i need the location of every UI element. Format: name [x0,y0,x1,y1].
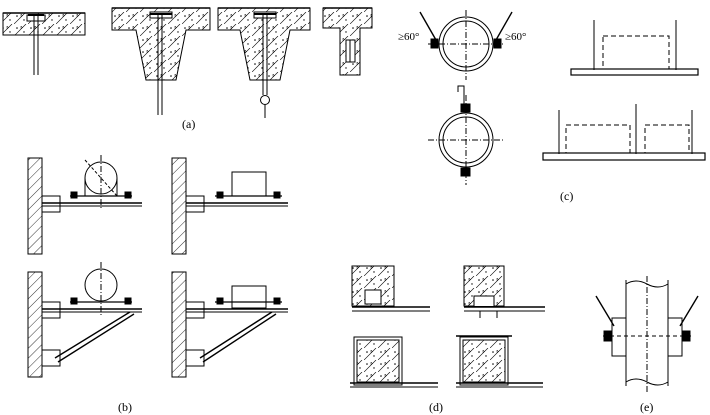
panel-c-hangers [542,20,706,161]
panel-e-riser-clamp [595,276,699,392]
panel-d-column-brackets [350,265,545,388]
caption-d: (d) [429,400,443,414]
panel-b-wall-brackets [27,155,288,378]
caption-b: (b) [118,400,132,414]
caption-a: (a) [182,117,195,131]
angle-label-right: ≥60° [505,31,526,43]
angle-label-left: ≥60° [398,31,419,43]
caption-e: (e) [640,400,653,414]
panel-a-anchors [2,7,373,118]
pipe-clamps [419,10,513,185]
caption-c: (c) [560,189,573,203]
